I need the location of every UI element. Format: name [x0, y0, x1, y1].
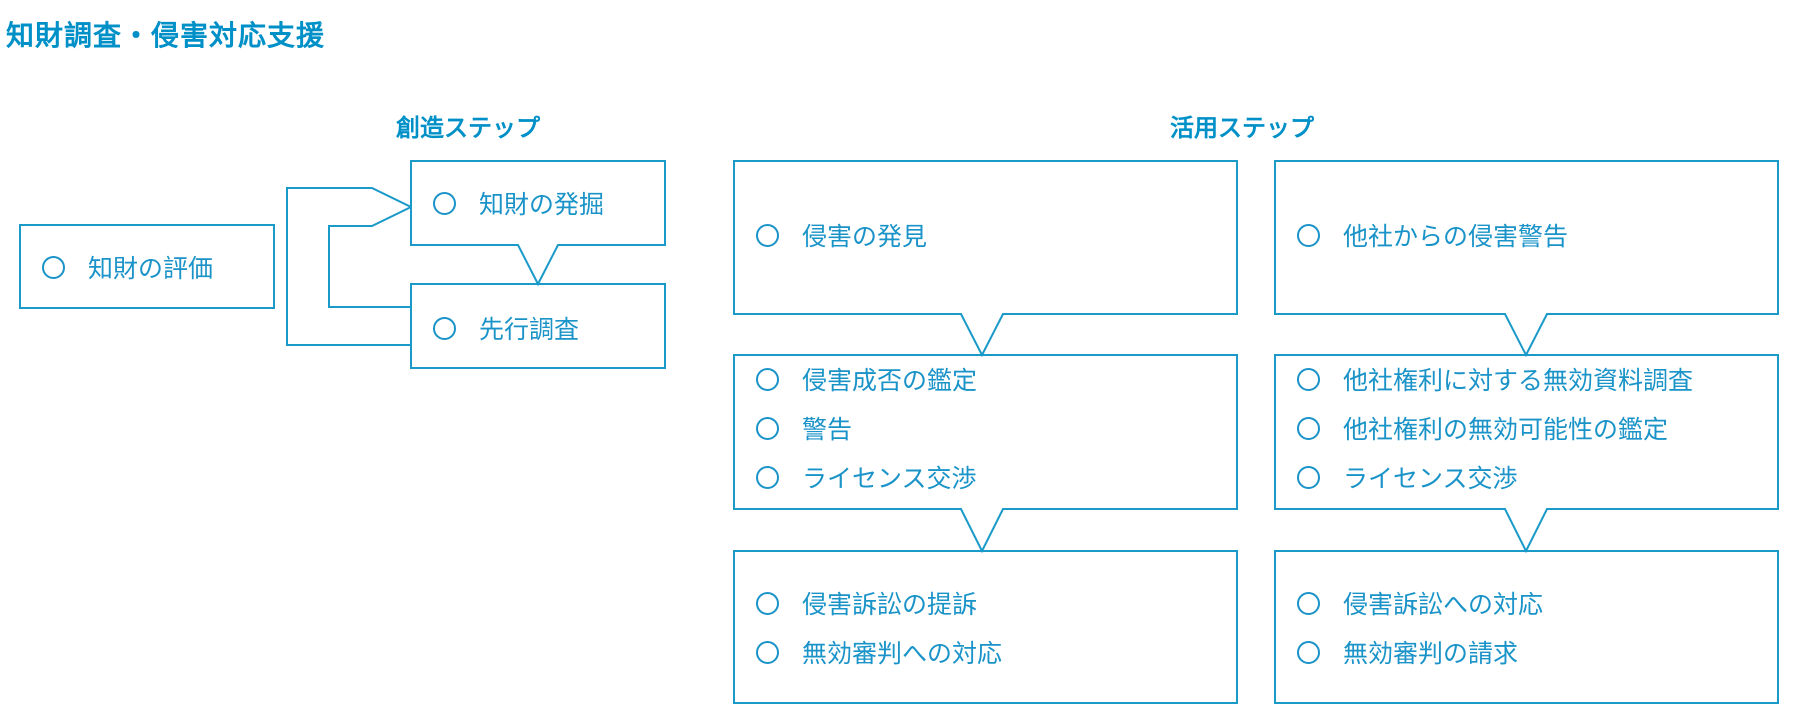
circle-icon [42, 255, 65, 279]
list-item-invalidity-search: 他社権利に対する無効資料調査 [1297, 364, 1694, 395]
list-item-warning-received: 他社からの侵害警告 [1297, 220, 1569, 251]
list-item-judgment: 侵害成否の鑑定 [756, 364, 978, 395]
box-discovery [410, 160, 666, 287]
list-item-prior-search: 先行調査 [433, 313, 580, 344]
item-label: 侵害の発見 [802, 222, 928, 251]
circle-icon [1297, 223, 1320, 247]
item-label: ライセンス交渉 [1343, 464, 1518, 493]
list-item-infringement-found: 侵害の発見 [756, 220, 928, 251]
list-item-lawsuit-response: 侵害訴訟への対応 [1297, 588, 1544, 619]
circle-icon [1297, 591, 1320, 615]
item-label: 侵害訴訟への対応 [1343, 590, 1544, 619]
item-label: 無効審判への対応 [802, 639, 1003, 668]
item-label: 侵害訴訟の提訴 [802, 590, 978, 619]
list-item-file-lawsuit: 侵害訴訟の提訴 [756, 588, 978, 619]
bracket-connector [286, 187, 414, 346]
item-label: 侵害成否の鑑定 [802, 366, 978, 395]
list-item-evaluation: 知財の評価 [42, 252, 214, 283]
item-label: 他社権利の無効可能性の鑑定 [1343, 415, 1669, 444]
circle-icon [1297, 640, 1320, 664]
item-label: ライセンス交渉 [802, 464, 977, 493]
circle-icon [433, 191, 456, 215]
list-item-invalidation-response: 無効審判への対応 [756, 637, 1003, 668]
box-lawsuit-response [1274, 550, 1779, 704]
item-label: 警告 [802, 415, 853, 444]
list-item-invalidation-request: 無効審判の請求 [1297, 637, 1519, 668]
box-infringement-lawsuit [733, 550, 1238, 704]
item-label: 知財の発掘 [479, 190, 605, 219]
circle-icon [433, 316, 456, 340]
section-title-utilization: 活用ステップ [1170, 114, 1314, 142]
item-label: 知財の評価 [88, 254, 214, 283]
circle-icon [756, 223, 779, 247]
circle-icon [1297, 367, 1320, 391]
circle-icon [756, 465, 779, 489]
section-title-creation: 創造ステップ [396, 114, 540, 142]
list-item-discovery: 知財の発掘 [433, 188, 605, 219]
item-label: 無効審判の請求 [1343, 639, 1519, 668]
circle-icon [756, 367, 779, 391]
box-warning-received [1274, 160, 1779, 358]
circle-icon [1297, 465, 1320, 489]
box-infringement-found [733, 160, 1238, 358]
list-item-invalidity-appraisal: 他社権利の無効可能性の鑑定 [1297, 413, 1669, 444]
circle-icon [756, 591, 779, 615]
circle-icon [756, 416, 779, 440]
item-label: 他社権利に対する無効資料調査 [1343, 366, 1694, 395]
list-item-license-negotiation-right: ライセンス交渉 [1297, 462, 1518, 493]
page-title: 知財調査・侵害対応支援 [6, 19, 326, 52]
circle-icon [1297, 416, 1320, 440]
list-item-license-negotiation: ライセンス交渉 [756, 462, 977, 493]
circle-icon [756, 640, 779, 664]
list-item-warning: 警告 [756, 413, 853, 444]
item-label: 他社からの侵害警告 [1343, 222, 1569, 251]
item-label: 先行調査 [479, 315, 580, 344]
